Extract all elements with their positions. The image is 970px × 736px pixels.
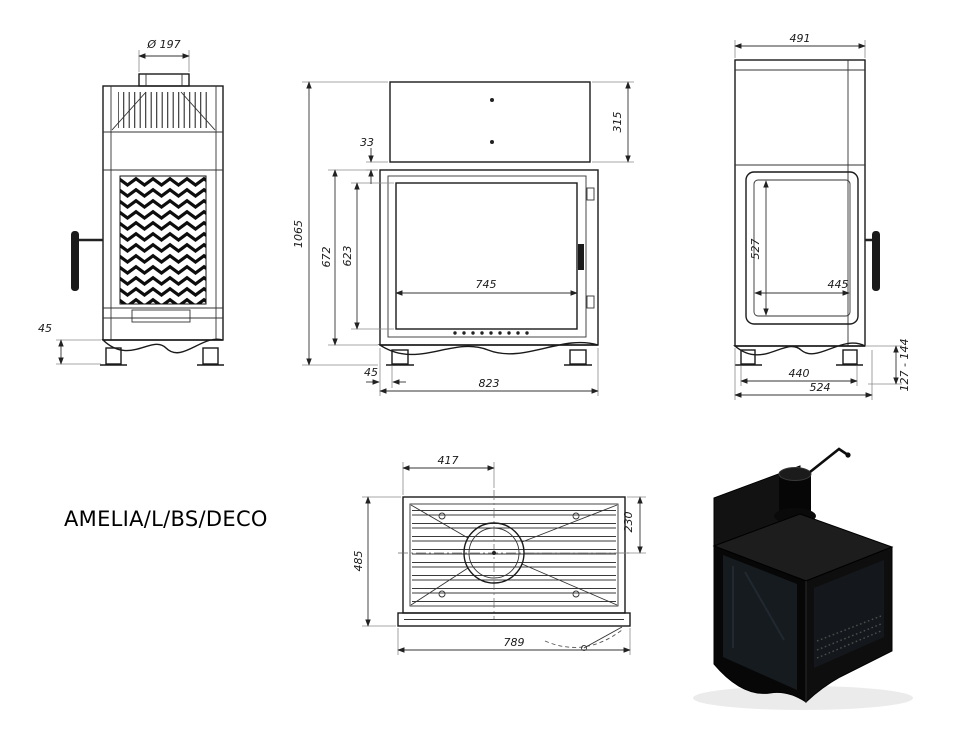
hood-louvers [118,92,210,128]
flue-outlet [463,522,525,584]
dim-total-width: 823 [379,348,599,396]
dim-text-hood-height: 315 [611,112,624,133]
door-handle [865,231,880,291]
dim-text-total-width: 823 [479,377,500,390]
fastener [572,512,580,520]
dim-text-side-glass-width: 445 [828,278,849,291]
decorative-base-skirt [377,341,599,356]
dim-text-flue-offset-x: 417 [438,454,459,467]
dim-text-base-offset: 45 [38,322,52,335]
dim-flue-offset-x: 417 [402,454,495,495]
model-title: AMELIA/L/BS/DECO [64,507,268,531]
dim-text-base-depth: 440 [789,367,810,380]
front-door-top-edge [397,612,631,627]
side-glass-frame [745,171,859,325]
hood-panel [389,81,591,163]
firebox-body [379,169,599,346]
decorative-base-skirt [733,342,866,356]
decorative-base-skirt [101,338,224,354]
dim-flue-offset-y: 230 [526,496,646,554]
dim-total-depth: 524 [734,348,873,400]
dim-text-firebox-height: 672 [320,247,333,268]
dim-leg-height-range: 127 - 144 [865,339,911,392]
door-frame [387,175,587,338]
door-latch [578,244,584,270]
legs [386,349,592,366]
deco-perforation-rows [816,615,882,659]
hood-screw [490,98,494,102]
dim-text-flue-diameter: Ø 197 [146,38,180,51]
dim-text-side-glass-height: 527 [749,239,762,260]
door-hinge [586,295,595,309]
dim-total-height: 1065 [292,81,388,366]
dim-base-depth: 440 [740,366,858,386]
dim-hood-height: 315 [592,81,634,163]
dim-text-top-total-depth: 485 [352,551,365,572]
view-3d-render [693,447,913,710]
dim-side-glass-height: 527 [749,180,769,316]
flue-collar [138,73,190,87]
dim-text-top-depth: 491 [790,32,811,45]
side-glass-3d [723,555,797,690]
dim-text-total-height: 1065 [292,220,305,248]
dim-text-leg-inset: 45 [364,366,378,379]
view-right-side: 491 527 445 440 524 127 - 144 [733,32,911,400]
body-outline [734,59,866,347]
hood-screw [490,140,494,144]
damper-rod [809,447,849,474]
glass-reflection [732,566,785,648]
dim-text-top-total-width: 789 [504,636,525,649]
dim-text-total-depth: 524 [810,381,831,394]
dim-top-total-depth: 485 [352,496,401,627]
dim-text-flue-offset-y: 230 [622,512,635,533]
glass-panel [395,182,578,330]
fastener [438,512,446,520]
side-glass-panel [753,179,851,317]
dim-flue-diameter: Ø 197 [138,38,190,72]
dim-hood-gap: 33 [360,136,388,184]
deco-herringbone-grate [119,175,207,305]
dim-base-offset: 45 [38,322,101,365]
door-swing-indicator [544,626,623,651]
fastener [572,590,580,598]
door-handle [71,231,103,291]
dim-text-hood-gap: 33 [360,136,374,149]
dim-top-depth: 491 [734,32,866,58]
legs [100,347,224,366]
dim-text-glass-width: 745 [476,278,497,291]
ash-pan [131,309,191,323]
dim-side-glass-width: 445 [754,278,850,296]
grate-bars [412,506,616,604]
dim-text-glass-height: 623 [341,246,354,267]
legs [735,349,863,366]
air-intake-holes [453,331,529,335]
view-front: 1065 672 623 33 315 [292,81,634,396]
dim-text-leg-height-range: 127 - 144 [898,339,911,392]
dim-leg-inset: 45 [364,348,406,396]
front-glass-3d [814,560,884,668]
dim-glass-width: 745 [395,278,578,296]
dim-glass-height: 623 [341,182,394,330]
fastener [438,590,446,598]
view-left-side: Ø 197 45 [38,38,224,366]
door-hinge [586,187,595,201]
view-top: 417 230 485 789 [352,454,646,655]
dim-top-total-width: 789 [397,628,631,655]
